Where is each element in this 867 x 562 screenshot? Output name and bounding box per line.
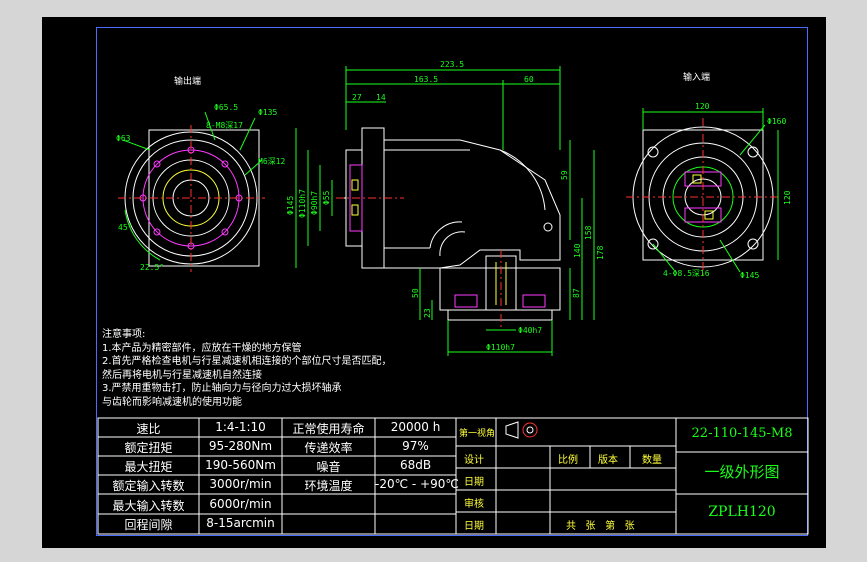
dim-o-1: Φ63	[116, 134, 131, 143]
dim-s-3: 27	[352, 93, 362, 102]
spec-table-grid	[97, 417, 457, 535]
dim-o-6: 22.5°	[140, 263, 164, 272]
dim-s-15: 158	[584, 225, 593, 240]
dim-s-7: Φ90h7	[310, 191, 319, 215]
dim-o-3: Φ135	[258, 108, 277, 117]
note-2: 2.首先严格检查电机与行星减速机相连接的个部位尺寸是否匹配，	[102, 356, 392, 367]
spec-1-0: 额定扭矩	[124, 441, 173, 455]
spec-4-1: 6000r/min	[209, 497, 272, 511]
note-1: 1.本产品为精密部件，应放在干燥的地方保管	[102, 342, 302, 354]
note-0: 注意事项:	[102, 329, 146, 340]
dim-i-4: Φ145	[740, 271, 759, 280]
note-3: 然后再将电机与行星减速机自然连接	[102, 369, 262, 381]
spec-3-2: 环境温度	[304, 479, 353, 493]
dim-s-6: Φ110h7	[298, 189, 307, 218]
dim-s-10: 23	[423, 308, 432, 318]
spec-0-3: 20000 h	[390, 420, 441, 434]
dim-i-3: 4-Φ8.5深16	[663, 269, 710, 278]
input-end-label: 输入端	[683, 71, 710, 83]
dim-s-12: Φ110h7	[486, 343, 515, 352]
dim-s-4: 14	[376, 93, 386, 102]
dim-s-16: 178	[596, 245, 605, 260]
drawing-sheet	[42, 17, 826, 548]
spec-2-2: 噪音	[316, 460, 341, 474]
spec-1-3: 97%	[402, 439, 429, 453]
spec-4-0: 最大输入转数	[112, 499, 185, 513]
notes-block: 注意事项: 1.本产品为精密部件，应放在干燥的地方保管 2.首先严格检查电机与行…	[102, 328, 392, 409]
input-end-view: 120 Φ160 120 4-Φ8.5深16 Φ145 输入端	[626, 71, 792, 280]
tb-design: 设计	[464, 455, 484, 466]
note-5: 与齿轮而影响减速机的使用功能	[102, 396, 242, 408]
dim-s-0: 223.5	[440, 60, 464, 69]
tb-projection: 第一视角	[459, 429, 496, 439]
tb-scale: 比例	[558, 455, 578, 466]
dim-i-1: Φ160	[767, 117, 786, 126]
tb-review: 审核	[464, 499, 484, 510]
dim-i-0: 120	[695, 102, 710, 111]
output-end-view: Φ63 Φ65.5 8-M8深17 Φ135 M6深12 45° 22.5° 输…	[116, 75, 285, 272]
spec-3-3: -20℃ - +90℃	[375, 477, 459, 491]
tb-sheets: 共 张 第 张	[566, 521, 635, 532]
spec-5-1: 8-15arcmin	[206, 516, 275, 530]
note-4: 3.严禁用重物击打，防止轴向力与径向力过大损坏轴承	[102, 383, 342, 394]
spec-2-3: 68dB	[399, 458, 432, 472]
dim-s-8: Φ55	[322, 190, 331, 205]
tb-drawing: 日期	[464, 477, 484, 488]
dim-s-5: Φ145	[286, 196, 295, 215]
dim-o-5: 45°	[118, 223, 132, 232]
dim-s-13: 87	[572, 288, 581, 298]
side-view: 223.5 163.5 60 27 14 Φ145	[286, 60, 605, 356]
dim-s-9: 50	[411, 288, 420, 298]
dim-o-0: Φ65.5	[214, 103, 238, 112]
dim-s-11: Φ40h7	[518, 326, 542, 335]
dim-o-2: 8-M8深17	[206, 121, 243, 130]
dim-i-2: 120	[783, 190, 792, 205]
title-block-grid	[455, 417, 809, 535]
tb-qty: 数量	[642, 455, 662, 466]
tb-name: 一级外形图	[704, 463, 780, 481]
output-end-label: 输出端	[174, 75, 201, 87]
side-body	[383, 139, 561, 269]
spec-3-0: 额定输入转数	[112, 479, 185, 493]
spec-1-2: 传递效率	[304, 441, 353, 455]
spec-0-2: 正常使用寿命	[292, 422, 365, 436]
spec-0-1: 1:4-1:10	[215, 420, 266, 434]
tb-drawing-no: 22-110-145-M8	[691, 426, 793, 441]
tb-weight: 版本	[598, 455, 618, 466]
dim-s-1: 163.5	[414, 75, 438, 84]
side-input-flange	[439, 267, 561, 311]
drawing-frame	[96, 27, 808, 536]
spec-2-0: 最大扭矩	[124, 460, 173, 474]
spec-5-0: 回程间隙	[124, 518, 173, 532]
spec-3-1: 3000r/min	[209, 477, 272, 491]
tb-model: ZPLH120	[708, 504, 776, 520]
spec-0-0: 速比	[136, 422, 161, 436]
side-output-shaft	[349, 164, 363, 232]
output-bolt-circle	[142, 149, 240, 247]
input-bolt-holes	[647, 146, 759, 250]
spec-1-1: 95-280Nm	[208, 439, 273, 453]
dim-s-2: 60	[524, 75, 534, 84]
dim-s-14: 140	[573, 243, 582, 258]
dim-o-4: M6深12	[258, 157, 285, 166]
dim-s-17: 59	[560, 170, 569, 180]
tb-date: 日期	[464, 521, 484, 532]
spec-2-1: 190-560Nm	[205, 458, 276, 472]
